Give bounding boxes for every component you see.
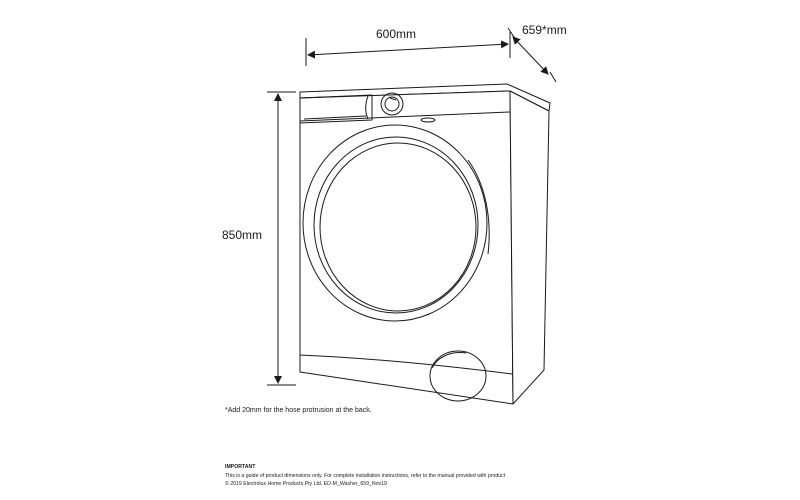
door-outer-ring [302, 124, 488, 322]
footer-copyright: © 2019 Electrolux Home Products Pty Ltd.… [225, 481, 387, 488]
width-dimension-label: 600mm [376, 27, 417, 41]
drawer-handle [303, 115, 367, 120]
filter-cover-lip [431, 352, 467, 369]
program-dial-pointer [389, 97, 397, 101]
door-glass [319, 142, 477, 312]
depth-extension-back [549, 71, 557, 83]
depth-dimension-label: 659*mm [522, 23, 567, 37]
height-dimension-label: 850mm [222, 228, 263, 242]
washer-side [509, 90, 550, 405]
drawer-recess [365, 95, 369, 120]
depth-dimension-line [512, 36, 549, 75]
panel-indicator [420, 117, 436, 123]
footer-heading: IMPORTANT [225, 464, 256, 470]
footer-disclaimer: This is a guide of product dimensions on… [225, 472, 506, 479]
width-dimension-line [307, 40, 509, 59]
dimension-lines [267, 27, 557, 386]
door-inner-ring [313, 136, 479, 314]
hose-protrusion-note: *Add 20mm for the hose protrusion at the… [225, 407, 372, 414]
detergent-drawer [299, 94, 373, 124]
control-panel-bottom [299, 111, 511, 122]
program-dial-inner [384, 96, 400, 112]
footer: IMPORTANT This is a guide of product dim… [225, 463, 505, 489]
program-dial-icon [380, 92, 404, 116]
filter-cover [429, 350, 487, 402]
washer-outline [299, 83, 551, 405]
door-hinge-arc [467, 159, 490, 255]
